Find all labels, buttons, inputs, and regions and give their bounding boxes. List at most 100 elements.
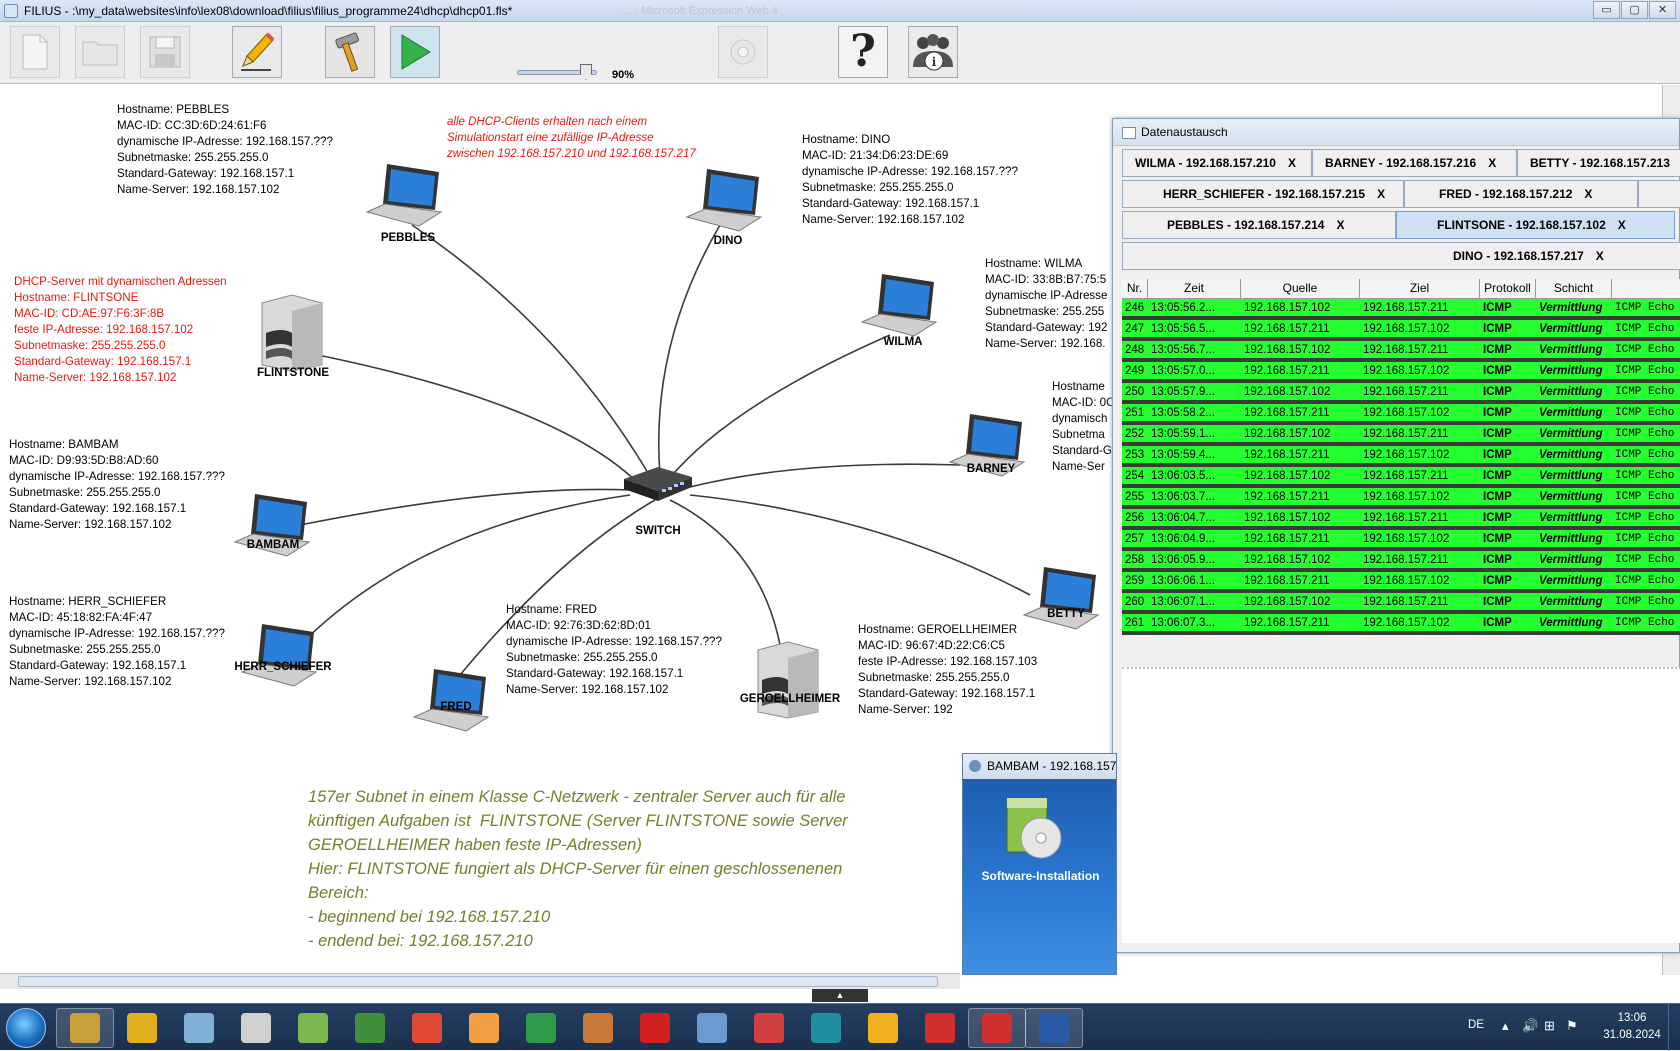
- taskbar-app-button[interactable]: [227, 1008, 285, 1048]
- show-desktop-button[interactable]: [1668, 1004, 1680, 1051]
- table-cell: 249: [1125, 365, 1145, 377]
- speed-slider[interactable]: [517, 64, 597, 80]
- switch-icon[interactable]: [620, 465, 694, 505]
- start-button[interactable]: [6, 1008, 46, 1048]
- taskbar-app-button[interactable]: [911, 1008, 969, 1048]
- taskbar-app-button[interactable]: [512, 1008, 570, 1048]
- speed-slider-knob[interactable]: [580, 64, 592, 80]
- open-file-button[interactable]: [75, 26, 125, 78]
- info-button[interactable]: i: [908, 26, 958, 78]
- column-header[interactable]: Zeit: [1148, 279, 1241, 298]
- close-tab-icon[interactable]: X: [1595, 249, 1604, 263]
- minimize-button[interactable]: ▭: [1593, 1, 1620, 19]
- taskbar-app-button[interactable]: [170, 1008, 228, 1048]
- table-cell: 254: [1125, 470, 1145, 482]
- pebbles-laptop-icon[interactable]: [365, 160, 451, 230]
- cable-tool-button[interactable]: [325, 26, 375, 78]
- wilma-laptop-icon[interactable]: [860, 270, 946, 340]
- barney-laptop-icon[interactable]: [948, 410, 1034, 480]
- close-tab-icon[interactable]: X: [1287, 156, 1296, 170]
- settings-button[interactable]: [718, 26, 768, 78]
- maximize-button[interactable]: ▢: [1621, 1, 1648, 19]
- geroellheimer-server-icon[interactable]: [752, 640, 824, 720]
- network-icon[interactable]: ⊞: [1544, 1018, 1555, 1033]
- taskbar-app-button[interactable]: [740, 1008, 798, 1048]
- clock[interactable]: 13:06 31.08.2024: [1597, 1010, 1667, 1044]
- flintstone-server-icon[interactable]: [256, 293, 328, 373]
- wilma-info: Hostname: WILMA MAC-ID: 33:8B:B7:75:5 dy…: [985, 257, 1108, 350]
- scrollbar-thumb[interactable]: [18, 976, 938, 987]
- column-header[interactable]: Quelle: [1241, 279, 1360, 298]
- column-header[interactable]: Ziel: [1360, 279, 1480, 298]
- column-header[interactable]: Nr.: [1122, 279, 1148, 298]
- taskbar-app-button[interactable]: [569, 1008, 627, 1048]
- taskbar-app-button[interactable]: [398, 1008, 456, 1048]
- design-mode-button[interactable]: [232, 26, 282, 78]
- horizontal-scrollbar[interactable]: [0, 973, 960, 989]
- packet-table[interactable]: Nr. Zeit Quelle Ziel Protokoll Schicht 2…: [1122, 279, 1680, 635]
- herr-schiefer-laptop-icon[interactable]: [240, 620, 326, 690]
- taskbar-app-button[interactable]: [284, 1008, 342, 1048]
- help-button[interactable]: ?: [838, 26, 888, 78]
- taskbar-app-button[interactable]: [455, 1008, 513, 1048]
- yellow-app-icon: [868, 1013, 898, 1043]
- close-tab-icon[interactable]: X: [1488, 156, 1497, 170]
- save-button[interactable]: [140, 26, 190, 78]
- taskbar-app-button[interactable]: [683, 1008, 741, 1048]
- volume-icon[interactable]: 🔊: [1522, 1018, 1539, 1033]
- close-tab-icon[interactable]: X: [1377, 187, 1386, 201]
- software-installation-icon[interactable]: [1001, 794, 1069, 862]
- fred-laptop-icon[interactable]: [412, 665, 498, 735]
- tab-betty[interactable]: BETTY - 192.168.157.213: [1517, 149, 1680, 177]
- betty-laptop-icon[interactable]: [1022, 563, 1108, 633]
- language-indicator[interactable]: DE: [1468, 1019, 1484, 1031]
- taskbar-app-button[interactable]: [56, 1008, 114, 1048]
- panel-collapse-arrow[interactable]: ▲: [812, 989, 868, 1002]
- column-header[interactable]: Protokoll: [1480, 279, 1536, 298]
- taskbar-app-button[interactable]: [113, 1008, 171, 1048]
- close-tab-icon[interactable]: X: [1617, 218, 1626, 232]
- taskbar-app-button[interactable]: [626, 1008, 684, 1048]
- new-file-button[interactable]: [10, 26, 60, 78]
- flag-icon[interactable]: ⚑: [1566, 1018, 1578, 1033]
- close-tab-icon[interactable]: X: [1336, 218, 1345, 232]
- taskbar-app-button[interactable]: [854, 1008, 912, 1048]
- taskbar-app-button[interactable]: [797, 1008, 855, 1048]
- table-cell: 13:05:57.0...: [1151, 365, 1215, 377]
- show-hidden-icons-icon[interactable]: ▴: [1502, 1018, 1509, 1033]
- close-button[interactable]: ✕: [1649, 1, 1676, 19]
- simulation-mode-button[interactable]: [390, 26, 440, 78]
- column-header[interactable]: Schicht: [1536, 279, 1612, 298]
- close-tab-icon[interactable]: X: [1584, 187, 1593, 201]
- word-icon: [1039, 1013, 1069, 1043]
- column-header[interactable]: [1612, 279, 1680, 298]
- dino-laptop-icon[interactable]: [685, 165, 771, 235]
- bambam-laptop-icon[interactable]: [233, 490, 319, 560]
- taskbar-app-button[interactable]: [341, 1008, 399, 1048]
- taskbar-app-button[interactable]: [968, 1008, 1026, 1048]
- taskbar-app-button[interactable]: [1025, 1008, 1083, 1048]
